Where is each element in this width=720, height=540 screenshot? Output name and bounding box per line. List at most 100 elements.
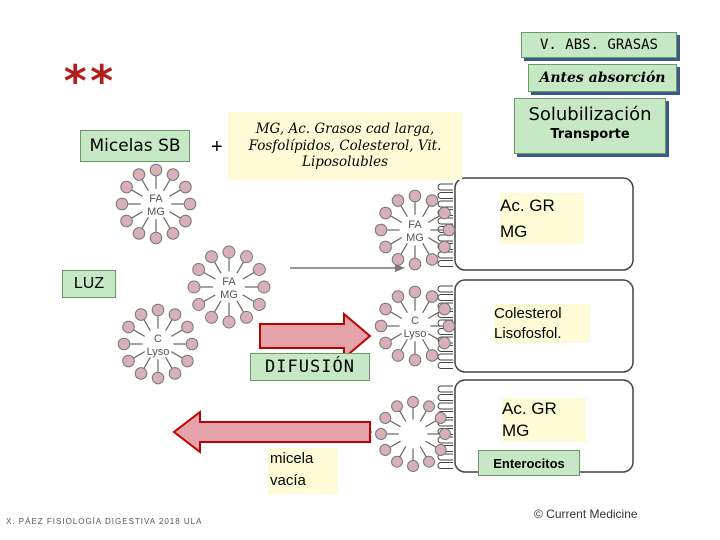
colesterol-text: Colesterol Lisofosfol.	[494, 305, 562, 342]
lipid-head	[115, 197, 129, 211]
luz-text: LUZ	[73, 275, 105, 292]
lipid-head	[149, 231, 163, 245]
lipid-tail	[422, 205, 430, 218]
lipid-head	[425, 253, 439, 266]
lipid-tail	[425, 440, 437, 448]
lipid-head	[408, 257, 422, 271]
lipid-head	[183, 197, 197, 211]
micela-vacia-text: micela vacía	[270, 450, 314, 489]
micelle-label: MG	[220, 289, 238, 301]
micelas-text: Micelas SB	[89, 136, 181, 156]
micelle-label: C	[411, 315, 419, 327]
lipids-box: MG, Ac. Grasos cad larga, Fosfolípidos, …	[228, 112, 462, 180]
microvillus	[437, 462, 453, 469]
lipid-head	[438, 336, 451, 350]
lipid-head	[391, 290, 405, 303]
microvillus	[437, 362, 453, 369]
lipid-tail	[170, 351, 183, 359]
lipid-head	[438, 206, 451, 220]
lipid-head	[132, 227, 146, 240]
lipid-head	[179, 180, 192, 194]
solubilizacion-box: Solubilización Transporte	[514, 98, 666, 154]
lipid-head	[408, 189, 422, 203]
microvillus	[437, 183, 453, 191]
micelle-label: C	[154, 333, 162, 345]
lipid-tail	[390, 237, 403, 245]
lipid-head	[252, 298, 266, 311]
title-box: V. ABS. GRASAS	[521, 32, 677, 58]
lipid-head	[425, 194, 439, 207]
lipid-tail	[390, 215, 403, 223]
acgr-mg-text-2: Ac. GR MG	[502, 399, 557, 441]
antes-text: Antes absorción	[539, 70, 666, 86]
micela-vacia-label: micela vacía	[268, 448, 338, 494]
lipid-tail	[203, 294, 216, 302]
lipid-head	[391, 194, 405, 207]
enterocitos-text: Enterocitos	[493, 455, 565, 471]
lipid-tail	[427, 237, 440, 245]
microvillus	[437, 234, 453, 242]
lipid-head	[166, 168, 180, 181]
lipid-head	[379, 336, 392, 350]
lipid-head	[168, 308, 182, 321]
lipid-tail	[422, 338, 430, 351]
lipid-tail	[170, 329, 183, 337]
lipid-tail	[236, 300, 244, 313]
lipid-head	[222, 315, 236, 329]
lipid-tail	[390, 311, 403, 319]
lipid-tail	[242, 294, 255, 302]
colesterol-label: Colesterol Lisofosfol.	[494, 304, 590, 343]
lipid-tail	[165, 319, 173, 332]
microvillus	[437, 285, 453, 293]
microvillus	[437, 260, 453, 267]
lipid-head	[434, 444, 447, 456]
lipid-head	[240, 250, 253, 264]
micelle-label: FA	[149, 193, 163, 205]
lipid-tail	[214, 300, 222, 313]
lipid-tail	[143, 356, 151, 369]
return-arrow	[172, 409, 371, 455]
title-text: V. ABS. GRASAS	[539, 37, 658, 53]
micelle-label: MG	[147, 206, 165, 218]
lipid-tail	[400, 205, 408, 218]
lipid-head	[438, 302, 451, 316]
lipid-head	[240, 310, 253, 324]
lipid-head	[257, 280, 271, 294]
lipid-head	[423, 400, 435, 413]
lipid-tail	[133, 329, 146, 337]
solubilizacion-text: Solubilización	[528, 104, 652, 125]
lipid-tail	[427, 215, 440, 223]
lipid-head	[375, 428, 387, 440]
lipid-tail	[168, 189, 181, 197]
micelle-label: Lyso	[404, 328, 427, 340]
lipid-head	[252, 263, 266, 276]
lipid-tail	[427, 311, 440, 319]
lipid-tail	[419, 446, 427, 458]
lipid-head	[181, 354, 194, 368]
lipid-head	[408, 285, 422, 299]
acgr-mg-label-2: Ac. GR MG	[502, 398, 586, 443]
lipid-tail	[131, 189, 144, 197]
lipid-head	[185, 337, 199, 351]
lipid-tail	[131, 211, 144, 219]
micelle-label: Lyso	[147, 346, 170, 358]
lipid-tail	[390, 333, 403, 341]
microvillus	[437, 394, 453, 401]
lipid-tail	[163, 216, 171, 229]
plus-sign: +	[211, 136, 223, 158]
lipid-tail	[422, 301, 430, 314]
lipid-tail	[425, 420, 437, 428]
lipid-head	[423, 455, 435, 468]
lipid-tail	[165, 356, 173, 369]
luz-box: LUZ	[62, 270, 116, 298]
lipid-head	[134, 308, 148, 321]
enterocitos-box: Enterocitos	[478, 450, 580, 476]
microvillus	[437, 402, 453, 410]
lipid-tail	[399, 410, 407, 422]
lipid-tail	[389, 420, 401, 428]
lipid-tail	[419, 410, 427, 422]
lipid-head	[168, 367, 182, 380]
